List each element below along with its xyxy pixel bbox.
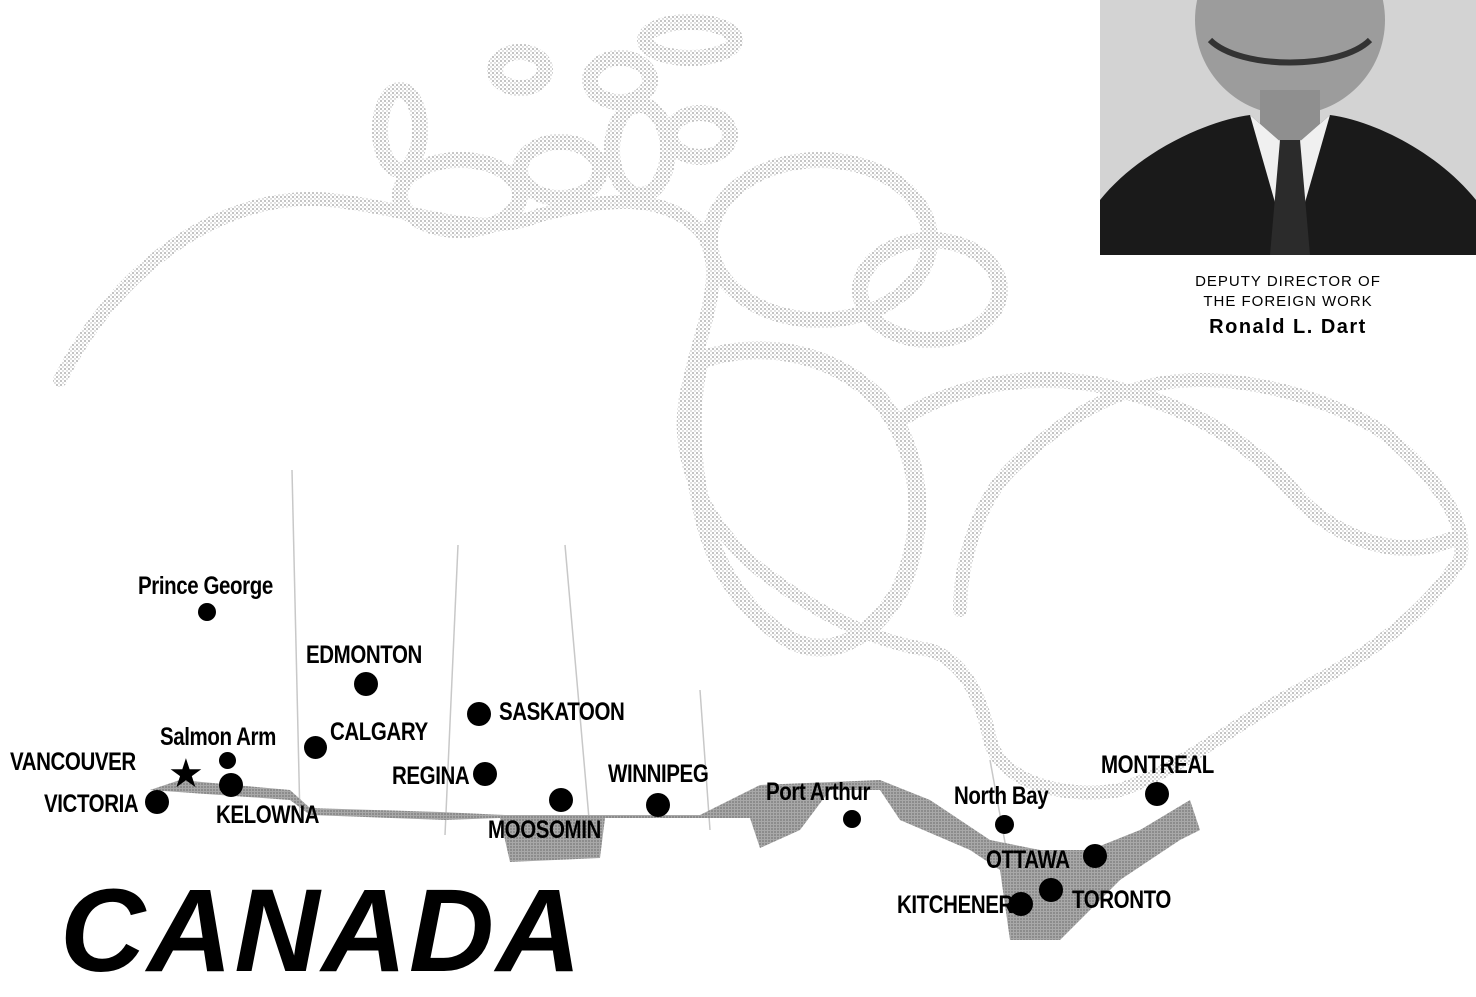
city-label: EDMONTON: [306, 641, 422, 669]
city-dot-icon: [219, 752, 236, 769]
city-label: CALGARY: [330, 718, 428, 746]
city-dot-icon: [1083, 844, 1107, 868]
caption-title-line-1: DEPUTY DIRECTOR OF: [1195, 273, 1381, 290]
city-label: REGINA: [392, 762, 470, 790]
city-label: MONTREAL: [1101, 751, 1214, 779]
photo-caption: DEPUTY DIRECTOR OF THE FOREIGN WORK Rona…: [1100, 272, 1476, 339]
city-label: KITCHENER: [897, 891, 1013, 919]
city-label: TORONTO: [1072, 886, 1171, 914]
city-dot-icon: [219, 773, 243, 797]
portrait-illustration: [1100, 0, 1476, 255]
mainland-outline: [53, 192, 1469, 800]
city-dot-icon: [1039, 878, 1063, 902]
city-dot-icon: [145, 790, 169, 814]
city-dot-icon: [549, 788, 573, 812]
city-dot-icon: [304, 736, 327, 759]
city-dot-icon: [843, 810, 861, 828]
city-dot-icon: [995, 815, 1014, 834]
city-label: Prince George: [138, 572, 273, 600]
canada-map: [53, 14, 1469, 940]
city-label: WINNIPEG: [608, 760, 709, 788]
caption-title-line-2: THE FOREIGN WORK: [1203, 293, 1373, 310]
city-label: North Bay: [954, 782, 1049, 810]
city-dot-icon: [198, 603, 216, 621]
city-dot-icon: [646, 793, 670, 817]
city-dot-icon: [354, 672, 378, 696]
star-icon: ★: [168, 752, 204, 796]
city-label: VICTORIA: [44, 790, 139, 818]
caption-person-name: Ronald L. Dart: [1209, 316, 1367, 338]
portrait-photo: [1100, 0, 1476, 255]
city-label: Salmon Arm: [160, 723, 276, 751]
city-label: Port Arthur: [766, 778, 871, 806]
hudson-bay-outline: [683, 341, 927, 657]
city-label: OTTAWA: [986, 846, 1070, 874]
city-label: VANCOUVER: [10, 748, 136, 776]
city-dot-icon: [1009, 892, 1033, 916]
southern-belt: [150, 780, 1200, 940]
city-label: SASKATOON: [499, 698, 625, 726]
city-label: KELOWNA: [216, 801, 320, 829]
city-label: MOOSOMIN: [488, 816, 601, 844]
city-dot-icon: [467, 702, 491, 726]
quebec-labrador-outline: [892, 372, 1458, 556]
city-dot-icon: [473, 762, 497, 786]
map-title: CANADA: [60, 865, 584, 997]
city-dot-icon: [1145, 782, 1169, 806]
arctic-islands: [372, 14, 1008, 348]
